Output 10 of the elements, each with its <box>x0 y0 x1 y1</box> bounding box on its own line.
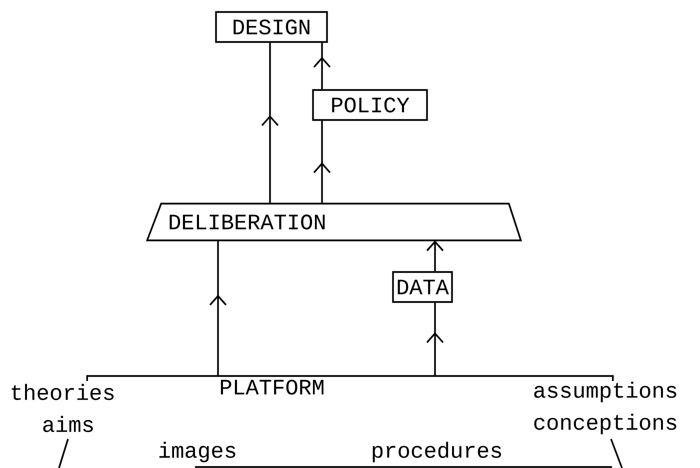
label-box: POLICY <box>312 89 428 121</box>
arrow <box>426 240 444 272</box>
label-box: DATA <box>392 271 453 303</box>
term-label: images <box>159 442 236 462</box>
term-label: theories <box>12 384 114 400</box>
term-label: assumptions <box>534 382 676 402</box>
term-label: procedures <box>372 442 502 462</box>
term-label: conceptions <box>534 414 676 434</box>
term-label: aims <box>43 416 93 432</box>
label-box: DESIGN <box>215 11 328 43</box>
